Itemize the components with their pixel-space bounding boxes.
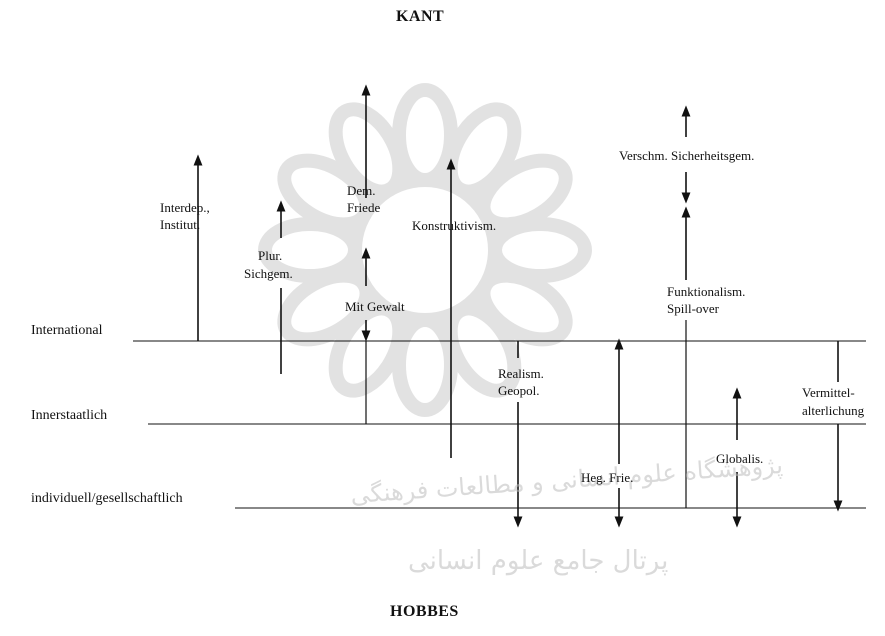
rosette-petal	[476, 268, 573, 347]
rosette-petal	[443, 102, 522, 199]
rosette-petal	[476, 153, 573, 232]
rosette-petal	[328, 102, 407, 199]
label-interdep-1: Interdep.,	[160, 200, 210, 215]
label-funktionalism-1: Funktionalism.	[667, 284, 746, 299]
label-verschm: Verschm. Sicherheitsgem.	[619, 148, 755, 163]
bottom-label: HOBBES	[390, 603, 459, 620]
label-heg: Heg. Frie.	[581, 470, 634, 485]
label-dem-1: Dem.	[347, 183, 376, 198]
label-realism-2: Geopol.	[498, 383, 540, 398]
level-label-individuell: individuell/gesellschaftlich	[31, 491, 183, 506]
watermark-text-2: پرتال جامع علوم انسانی	[408, 546, 669, 576]
label-dem-2: Friede	[347, 200, 381, 215]
label-vermittel-1: Vermittel-	[802, 385, 855, 400]
label-plur-2: Sichgem.	[244, 266, 293, 281]
label-interdep-2: Institut.	[160, 217, 201, 232]
label-realism-1: Realism.	[498, 366, 544, 381]
rosette-petal	[328, 301, 407, 398]
level-label-international: International	[31, 323, 103, 338]
rosette-petal	[488, 217, 592, 283]
rosette-petal	[443, 301, 522, 398]
rosette-petal	[277, 268, 374, 347]
label-globalis: Globalis.	[716, 451, 764, 466]
label-konstruktivism: Konstruktivism.	[412, 218, 497, 233]
rosette-petal	[258, 217, 362, 283]
label-mit-gewalt: Mit Gewalt	[345, 299, 405, 314]
rosette-petal	[392, 83, 458, 187]
level-label-innerstaatlich: Innerstaatlich	[31, 408, 108, 423]
top-label: KANT	[396, 8, 445, 25]
label-plur-1: Plur.	[258, 248, 283, 263]
label-vermittel-2: alterlichung	[802, 403, 865, 418]
rosette-petal	[392, 313, 458, 417]
label-funktionalism-2: Spill-over	[667, 301, 719, 316]
rosette-petal	[277, 153, 374, 232]
watermark-rosette	[258, 83, 592, 417]
